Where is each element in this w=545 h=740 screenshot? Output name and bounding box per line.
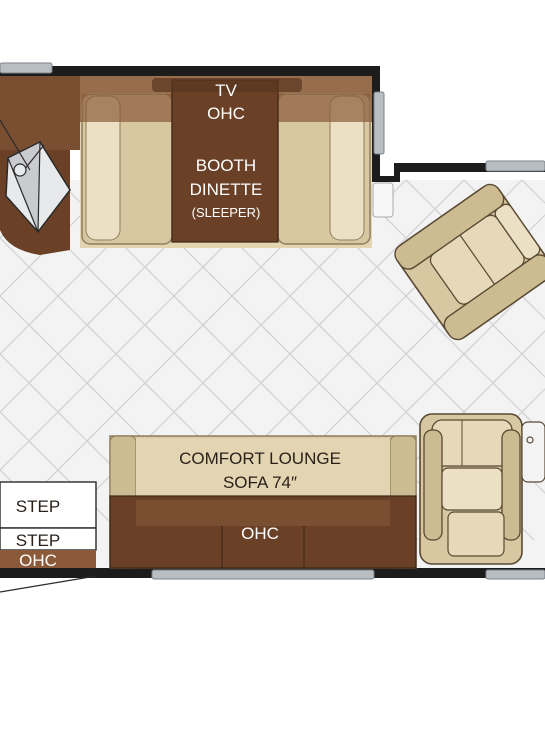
window-top-left: [0, 62, 53, 74]
door-swing: [0, 575, 97, 593]
step-upper-label: STEP: [16, 497, 60, 516]
ohc-sofa-label: OHC: [241, 524, 279, 543]
step-lower-label: STEP: [16, 531, 60, 550]
window-top-right: [485, 160, 545, 172]
window-bottom-right: [485, 569, 545, 580]
booth-dinette: TV OHC BOOTH DINETTE (SLEEPER): [80, 76, 372, 248]
dinette-label: DINETTE: [190, 180, 263, 199]
recliner-upper: [394, 183, 545, 341]
booth-label: BOOTH: [196, 156, 256, 175]
entry-steps: STEP STEP OHC: [0, 481, 97, 593]
ohc-entry-label: OHC: [19, 551, 57, 570]
comfort-lounge-sofa: COMFORT LOUNGE SOFA 74″ OHC: [109, 435, 417, 569]
sofa-label-line2: SOFA 74″: [223, 473, 297, 492]
ohc-entry: [0, 550, 96, 568]
tv-label: TV: [215, 81, 237, 100]
ohc-top-label: OHC: [207, 104, 245, 123]
corner-cabinet: [0, 76, 82, 255]
side-table: [372, 182, 394, 218]
window-bottom: [151, 569, 375, 580]
sofa-label-line1: COMFORT LOUNGE: [179, 449, 341, 468]
sleeper-label: (SLEEPER): [192, 205, 261, 220]
windows: [0, 62, 545, 580]
dinette-table: [171, 79, 279, 243]
window-right-wall: [373, 91, 385, 155]
recliner-lower: [419, 413, 545, 565]
